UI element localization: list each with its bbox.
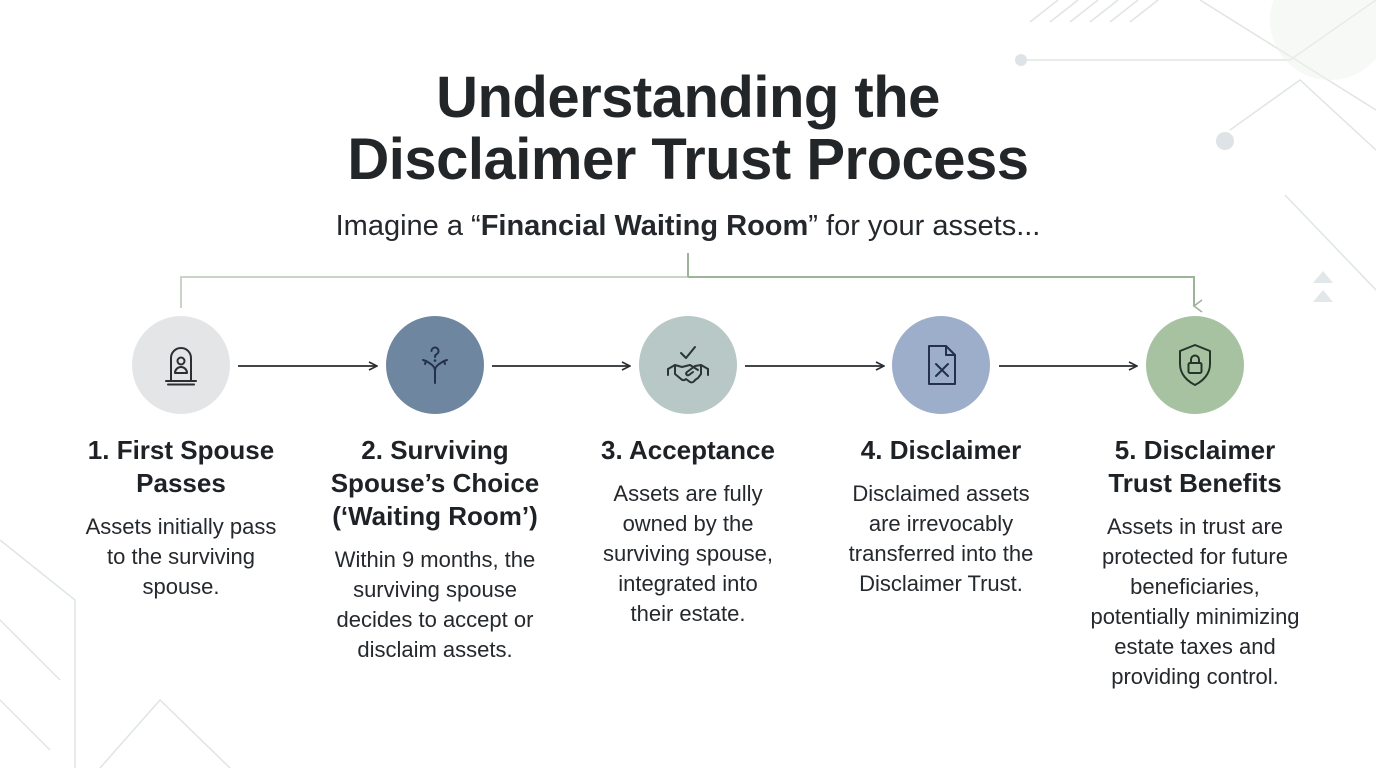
step-3-desc-line1: Assets are fully [613,481,763,506]
step-2-title-line2: Spouse’s Choice [330,468,540,498]
step-2-title: 2. Surviving Spouse’s Choice (‘Waiting R… [310,434,560,533]
step-1-title-line1: 1. First Spouse [87,435,275,465]
step-5-desc-line3: beneficiaries, [1130,574,1260,599]
subtitle-suffix: ” for your assets... [808,210,1041,242]
step-3-description: Assets are fully owned by the surviving … [563,479,813,629]
handshake-check-icon [667,346,709,384]
step-5-title-line1: 5. Disclaimer [1114,435,1276,465]
step-5-desc-line4: potentially minimizing [1090,604,1300,629]
shield-lock-icon [1179,344,1211,386]
step-4-desc-line1: Disclaimed assets [852,481,1030,506]
subtitle: Imagine a “Financial Waiting Room” for y… [0,210,1376,243]
step-3-desc-line2: owned by the [622,511,754,536]
step-5-desc-line6: providing control. [1111,664,1279,689]
step-4-desc-line2: are irrevocably [868,511,1014,536]
step-5-desc-line2: protected for future [1102,544,1288,569]
step-4: 4. Disclaimer Disclaimed assets are irre… [816,316,1066,599]
step-5-description: Assets in trust are protected for future… [1070,512,1320,692]
step-5: 5. Disclaimer Trust Benefits Assets in t… [1070,316,1320,692]
step-3-title: 3. Acceptance [563,434,813,467]
step-4-desc-line3: transferred into the [848,541,1034,566]
step-5-desc-line1: Assets in trust are [1106,514,1284,539]
step-4-circle [892,316,990,414]
step-3: 3. Acceptance Assets are fully owned by … [563,316,813,629]
top-connector-left [180,276,688,308]
step-1-desc-line2: to the surviving [107,544,255,569]
step-1-title: 1. First Spouse Passes [56,434,306,500]
step-4-title-line1: 4. Disclaimer [860,435,1022,465]
step-2-title-line3: (‘Waiting Room’) [332,501,538,531]
top-connector-right [688,276,1203,313]
step-3-title-line1: 3. Acceptance [601,435,775,465]
step-2-desc-line2: surviving spouse [353,577,517,602]
step-2-desc-line1: Within 9 months, the [334,547,536,572]
step-1-title-line2: Passes [136,468,226,498]
step-2-desc-line3: decides to accept or [336,607,534,632]
document-x-icon [928,345,956,385]
step-4-title: 4. Disclaimer [816,434,1066,467]
step-2-circle [386,316,484,414]
step-1-circle [132,316,230,414]
page-title-line1: Understanding the [436,65,940,130]
step-3-desc-line3: surviving spouse, [603,541,773,566]
step-4-desc-line4: Disclaimer Trust. [859,571,1023,596]
step-1: 1. First Spouse Passes Assets initially … [56,316,306,602]
step-1-description: Assets initially pass to the surviving s… [56,512,306,602]
step-3-desc-line4: integrated into [618,571,758,596]
step-4-description: Disclaimed assets are irrevocably transf… [816,479,1066,599]
step-5-title: 5. Disclaimer Trust Benefits [1070,434,1320,500]
page-title-line2: Disclaimer Trust Process [347,127,1029,192]
tombstone-person-icon [165,347,197,386]
step-2: 2. Surviving Spouse’s Choice (‘Waiting R… [310,316,560,665]
step-5-title-line2: Trust Benefits [1108,468,1282,498]
step-5-circle [1146,316,1244,414]
step-5-desc-line5: estate taxes and [1114,634,1276,659]
subtitle-emphasis: Financial Waiting Room [480,210,809,242]
step-3-desc-line5: their estate. [630,601,746,626]
subtitle-prefix: Imagine a “ [335,210,481,242]
fork-question-icon [422,346,448,384]
step-1-desc-line3: spouse. [142,574,220,599]
step-3-circle [639,316,737,414]
step-2-description: Within 9 months, the surviving spouse de… [310,545,560,665]
step-2-title-line1: 2. Surviving [361,435,509,465]
step-2-desc-line4: disclaim assets. [357,637,513,662]
step-1-desc-line1: Assets initially pass [85,514,277,539]
